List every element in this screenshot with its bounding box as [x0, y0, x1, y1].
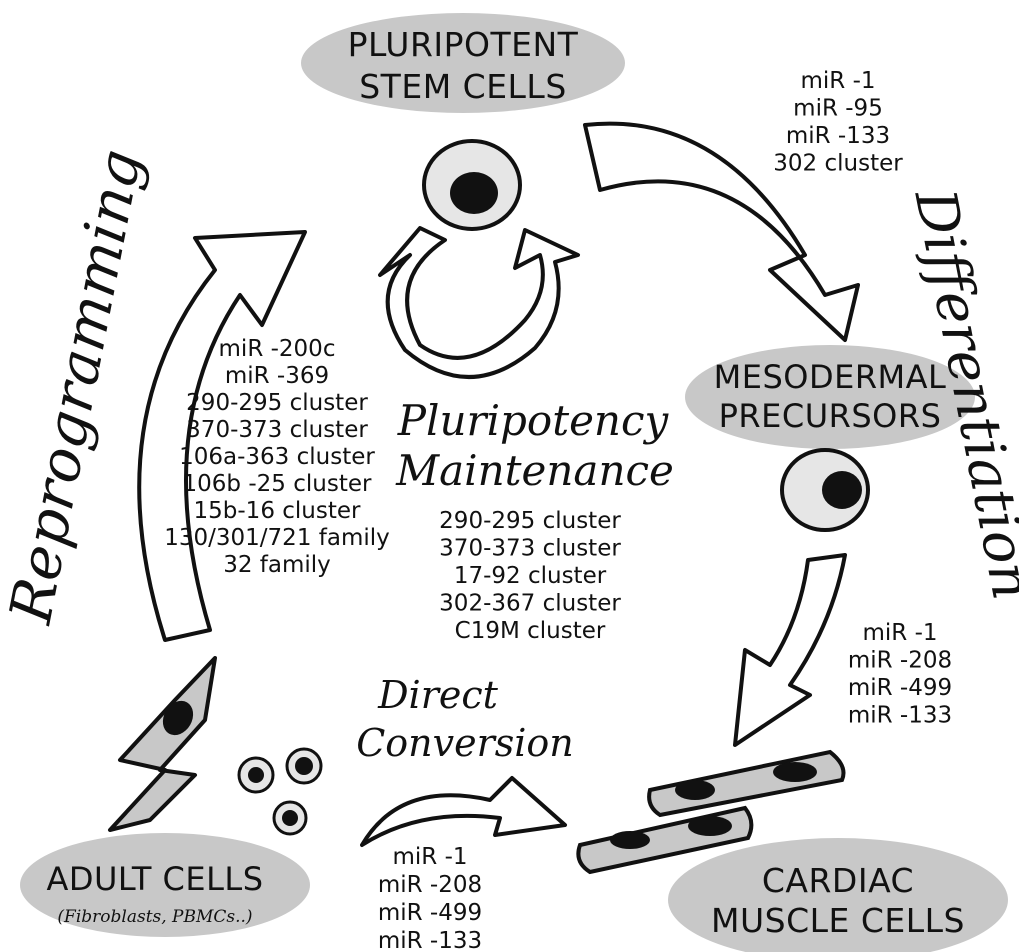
mirna-item: miR -369 — [225, 363, 329, 389]
mirna-item: miR -208 — [848, 648, 952, 674]
direct-conversion-arrow — [362, 778, 565, 845]
node-label-line1: ADULT CELLS — [46, 860, 263, 898]
node-label-line2: MUSCLE CELLS — [711, 901, 965, 940]
mirna-item: miR -499 — [848, 675, 952, 701]
mirna-item: 106a-363 cluster — [179, 444, 375, 470]
process-label-direct-line1: Direct — [377, 673, 499, 717]
mirna-item: 32 family — [223, 552, 331, 578]
mirna-item: 302 cluster — [773, 151, 903, 177]
mirna-item: 106b -25 cluster — [183, 471, 372, 497]
stem-cell-icon — [424, 141, 520, 229]
node-label-line1: MESODERMAL — [714, 358, 947, 396]
mirna-item: miR -200c — [219, 336, 336, 362]
mirna-item: miR -133 — [786, 123, 890, 149]
node-mesodermal-precursors: MESODERMAL PRECURSORS — [685, 345, 975, 449]
mirna-item: 17-92 cluster — [454, 563, 607, 589]
mirna-item: 290-295 cluster — [186, 390, 368, 416]
node-adult-cells: ADULT CELLS (Fibroblasts, PBMCs..) — [20, 833, 310, 937]
differentiation-arrow-meso-to-cardiac — [735, 555, 845, 745]
node-label-line2: STEM CELLS — [359, 67, 567, 106]
mirna-item: miR -1 — [862, 620, 937, 646]
node-pluripotent-stem-cells: PLURIPOTENT STEM CELLS — [301, 13, 625, 113]
mirna-item: miR -133 — [378, 928, 482, 952]
mirna-item: miR -1 — [392, 844, 467, 870]
process-label-maintenance-line1: Pluripotency — [397, 396, 670, 445]
mirna-item: 15b-16 cluster — [194, 498, 362, 524]
mirna-item: 370-373 cluster — [439, 536, 621, 562]
process-label-reprogramming: Reprogramming — [0, 144, 155, 629]
mirna-item: 130/301/721 family — [164, 525, 390, 551]
mirna-item: 290-295 cluster — [439, 508, 621, 534]
mirna-item: miR -208 — [378, 872, 482, 898]
mirna-item: miR -95 — [793, 96, 883, 122]
node-label-sub: (Fibroblasts, PBMCs..) — [57, 907, 252, 927]
mirna-item: 302-367 cluster — [439, 591, 621, 617]
mirna-item: miR -499 — [378, 900, 482, 926]
node-cardiac-muscle-cells: CARDIAC MUSCLE CELLS — [668, 838, 1008, 952]
mirna-item: C19M cluster — [455, 618, 606, 644]
mirna-item: 370-373 cluster — [186, 417, 368, 443]
process-label-maintenance-line2: Maintenance — [395, 446, 674, 495]
fibroblast-icon — [110, 658, 215, 830]
node-label-line1: CARDIAC — [762, 861, 914, 900]
blood-cells-icon — [239, 749, 321, 834]
maintenance-cycle-arrow — [380, 228, 578, 377]
node-label-line1: PLURIPOTENT — [348, 25, 579, 64]
process-label-direct-line2: Conversion — [356, 721, 574, 765]
mirna-item: miR -133 — [848, 703, 952, 729]
mirna-item: miR -1 — [800, 68, 875, 94]
node-label-line2: PRECURSORS — [719, 397, 942, 435]
mesodermal-cell-icon — [782, 450, 868, 530]
